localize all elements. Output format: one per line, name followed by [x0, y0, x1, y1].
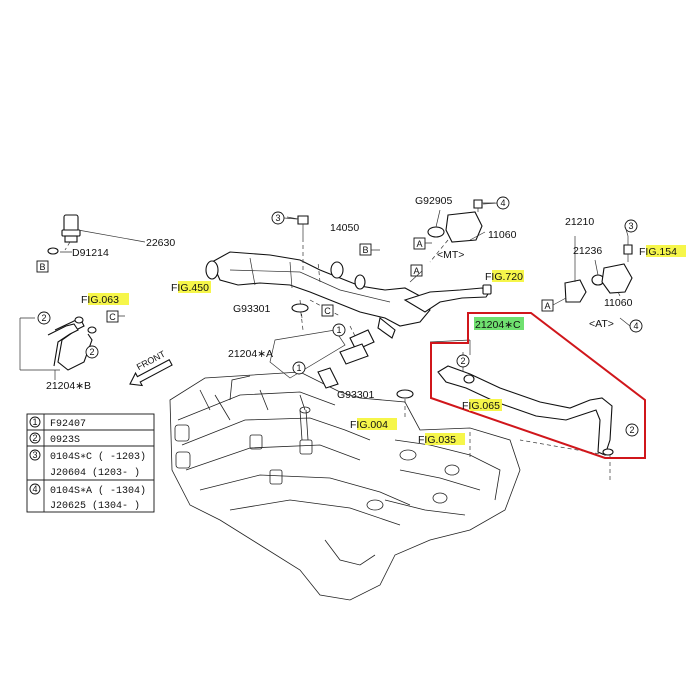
svg-text:FIG.450: FIG.450	[171, 282, 209, 294]
svg-text:FIG.004: FIG.004	[350, 419, 388, 431]
svg-text:4: 4	[633, 321, 638, 331]
svg-text:1: 1	[336, 325, 341, 335]
fig-ref-154[interactable]: FIG.154	[639, 245, 686, 258]
callout-1-hose-a-top: 1	[332, 323, 346, 337]
part-label-14050: 14050	[330, 222, 359, 234]
legend-part-3b: J20604 (1203- )	[50, 467, 140, 479]
engine-block-drawing	[169, 371, 521, 601]
part-label-21210: 21210	[565, 216, 594, 228]
legend-num-3: 3	[32, 450, 37, 460]
svg-text:FIG.063: FIG.063	[81, 294, 119, 306]
callout-2-hose-b-bottom: 2	[85, 345, 99, 359]
legend-num-4: 4	[32, 484, 37, 494]
svg-text:B: B	[362, 245, 368, 255]
svg-text:FIG.154: FIG.154	[639, 246, 677, 258]
thermostat-cover-mt	[427, 199, 483, 243]
part-label-g93301-upper: G93301	[233, 303, 271, 315]
legend-table: 1 2 3 4 F92407 0923S 0104S∗C ( -1203) J2…	[26, 413, 155, 513]
part-label-11060-at: 11060	[604, 297, 633, 309]
part-label-21204-b: 21204∗B	[46, 380, 91, 392]
hose-21204-b	[47, 316, 97, 371]
part-label-21204-a: 21204∗A	[228, 348, 273, 360]
callout-3-pipe: 3	[271, 211, 285, 225]
front-direction-arrow: FRONT	[129, 349, 173, 387]
ref-box-c-pipe: C	[321, 304, 334, 317]
legend-part-2: 0923S	[50, 435, 80, 446]
callout-1-hose-a-bottom: 1	[292, 361, 306, 375]
fig-ref-035[interactable]: FIG.035	[418, 433, 465, 446]
ref-box-b-sensor: B	[36, 260, 49, 273]
ref-box-a-mt: A	[413, 237, 426, 250]
highlight-callout-outline	[430, 312, 646, 459]
legend-part-4b: J20625 (1304- )	[50, 500, 140, 512]
svg-text:2: 2	[629, 425, 634, 435]
svg-text:FIG.065: FIG.065	[462, 400, 500, 412]
callout-4-at: 4	[629, 319, 643, 333]
ref-box-b-pipe: B	[359, 243, 372, 256]
svg-text:A: A	[544, 301, 550, 311]
legend-part-1: F92407	[50, 419, 86, 430]
part-label-21236: 21236	[573, 245, 602, 257]
mt-variant-label: <MT>	[437, 249, 464, 261]
legend-num-1: 1	[32, 417, 37, 427]
svg-text:FIG.035: FIG.035	[418, 434, 456, 446]
svg-text:3: 3	[275, 213, 280, 223]
fig-ref-063-upper[interactable]: FIG.063	[81, 293, 129, 306]
legend-num-2: 2	[32, 433, 37, 443]
callout-2-hose-c-bottom: 2	[625, 423, 639, 437]
callout-2-hose-b-top: 2	[37, 311, 51, 325]
water-pipe-assembly	[205, 251, 492, 339]
svg-text:C: C	[324, 306, 331, 316]
temperature-sensor-22630	[47, 214, 81, 255]
part-label-d91214: D91214	[72, 247, 109, 259]
fig-ref-004[interactable]: FIG.004	[350, 418, 397, 431]
svg-text:B: B	[39, 262, 45, 272]
svg-text:2: 2	[460, 356, 465, 366]
part-label-21204-c[interactable]: 21204∗C	[475, 319, 521, 331]
legend-part-4a: 0104S∗A ( -1304)	[50, 485, 146, 497]
svg-text:FIG.720: FIG.720	[485, 271, 523, 283]
legend-part-3a: 0104S∗C ( -1203)	[50, 451, 146, 463]
svg-text:A: A	[413, 266, 419, 276]
svg-text:2: 2	[89, 347, 94, 357]
at-variant-label: <AT>	[589, 318, 614, 330]
part-label-g92905: G92905	[415, 195, 453, 207]
callout-2-hose-c-top: 2	[456, 354, 470, 368]
callout-4-mt: 4	[496, 196, 510, 210]
callout-3-at: 3	[624, 219, 638, 233]
part-label-22630: 22630	[146, 237, 175, 249]
ref-box-a-at: A	[541, 299, 554, 312]
bolt-3-upper	[297, 215, 309, 238]
svg-text:A: A	[416, 239, 422, 249]
thermostat-cover-at	[564, 244, 633, 303]
ref-box-c-hose-b: C	[106, 310, 119, 323]
svg-text:4: 4	[500, 198, 505, 208]
svg-text:C: C	[109, 312, 116, 322]
part-label-g93301-lower: G93301	[337, 389, 375, 401]
svg-text:2: 2	[41, 313, 46, 323]
fig-ref-720[interactable]: FIG.720	[485, 270, 524, 283]
hoses-21204-a	[317, 329, 375, 389]
ref-box-a-pipe: A	[410, 264, 423, 277]
svg-text:1: 1	[296, 363, 301, 373]
fig-ref-450[interactable]: FIG.450	[171, 281, 211, 294]
highlight-21204-c	[474, 317, 524, 330]
fig-ref-065[interactable]: FIG.065	[462, 399, 502, 412]
svg-text:3: 3	[628, 221, 633, 231]
part-label-11060-mt: 11060	[488, 229, 517, 241]
